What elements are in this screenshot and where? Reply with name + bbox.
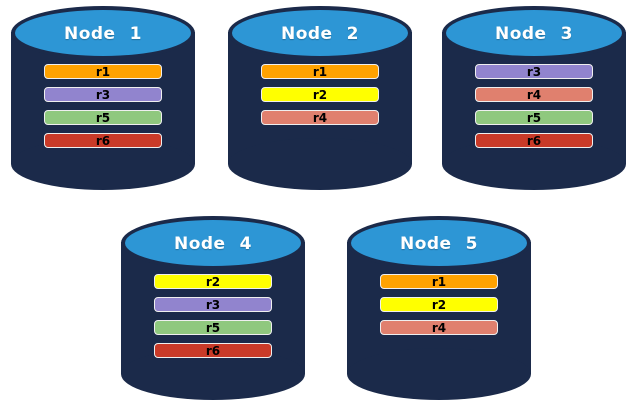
replica-label: r4 [526, 87, 542, 102]
replica-bar: r2 [154, 274, 272, 289]
replica-label: r1 [95, 64, 111, 79]
replica-label: r4 [312, 110, 328, 125]
replica-bar: r6 [44, 133, 162, 148]
replica-label: r5 [526, 110, 542, 125]
replica-bar: r5 [154, 320, 272, 335]
replica-label: r6 [95, 133, 111, 148]
node-title: Node 2 [280, 24, 359, 44]
node-4-cylinder: Node 4 r2 r3 r5 r6 [121, 216, 305, 400]
replica-bar: r4 [380, 320, 498, 335]
replica-label: r3 [95, 87, 111, 102]
replica-bar: r5 [44, 110, 162, 125]
node-3-cylinder: Node 3 r3 r4 r5 r6 [442, 6, 626, 190]
replica-list: r2 r3 r5 r6 [121, 274, 305, 358]
cylinder-top: Node 2 [228, 6, 412, 60]
cylinder-top: Node 5 [347, 216, 531, 270]
replica-bar: r3 [475, 64, 593, 79]
cylinder-top: Node 1 [11, 6, 195, 60]
replica-label: r6 [526, 133, 542, 148]
node-1-cylinder: Node 1 r1 r3 r5 r6 [11, 6, 195, 190]
replica-label: r1 [431, 274, 447, 289]
replica-bar: r2 [380, 297, 498, 312]
replica-bar: r4 [261, 110, 379, 125]
replica-label: r3 [205, 297, 221, 312]
cylinder-bottom [347, 348, 531, 400]
replica-bar: r1 [380, 274, 498, 289]
replica-bar: r1 [44, 64, 162, 79]
replica-list: r1 r2 r4 [347, 274, 531, 335]
replica-label: r2 [312, 87, 328, 102]
replica-list: r3 r4 r5 r6 [442, 64, 626, 148]
replica-label: r3 [526, 64, 542, 79]
replica-bar: r6 [154, 343, 272, 358]
replica-list: r1 r3 r5 r6 [11, 64, 195, 148]
replica-list: r1 r2 r4 [228, 64, 412, 125]
replica-bar: r4 [475, 87, 593, 102]
replica-bar: r1 [261, 64, 379, 79]
replica-bar: r3 [44, 87, 162, 102]
replica-label: r2 [431, 297, 447, 312]
replica-label: r6 [205, 343, 221, 358]
replica-bar: r5 [475, 110, 593, 125]
node-title: Node 5 [399, 234, 478, 254]
replica-label: r4 [431, 320, 447, 335]
cylinder-bottom [228, 138, 412, 190]
replica-bar: r3 [154, 297, 272, 312]
node-title: Node 3 [494, 24, 573, 44]
node-title: Node 4 [173, 234, 252, 254]
node-title: Node 1 [63, 24, 142, 44]
replica-label: r5 [95, 110, 111, 125]
node-5-cylinder: Node 5 r1 r2 r4 [347, 216, 531, 400]
cylinder-top: Node 4 [121, 216, 305, 270]
replica-label: r2 [205, 274, 221, 289]
replica-bar: r2 [261, 87, 379, 102]
replica-bar: r6 [475, 133, 593, 148]
replica-label: r1 [312, 64, 328, 79]
cylinder-top: Node 3 [442, 6, 626, 60]
replica-label: r5 [205, 320, 221, 335]
node-2-cylinder: Node 2 r1 r2 r4 [228, 6, 412, 190]
